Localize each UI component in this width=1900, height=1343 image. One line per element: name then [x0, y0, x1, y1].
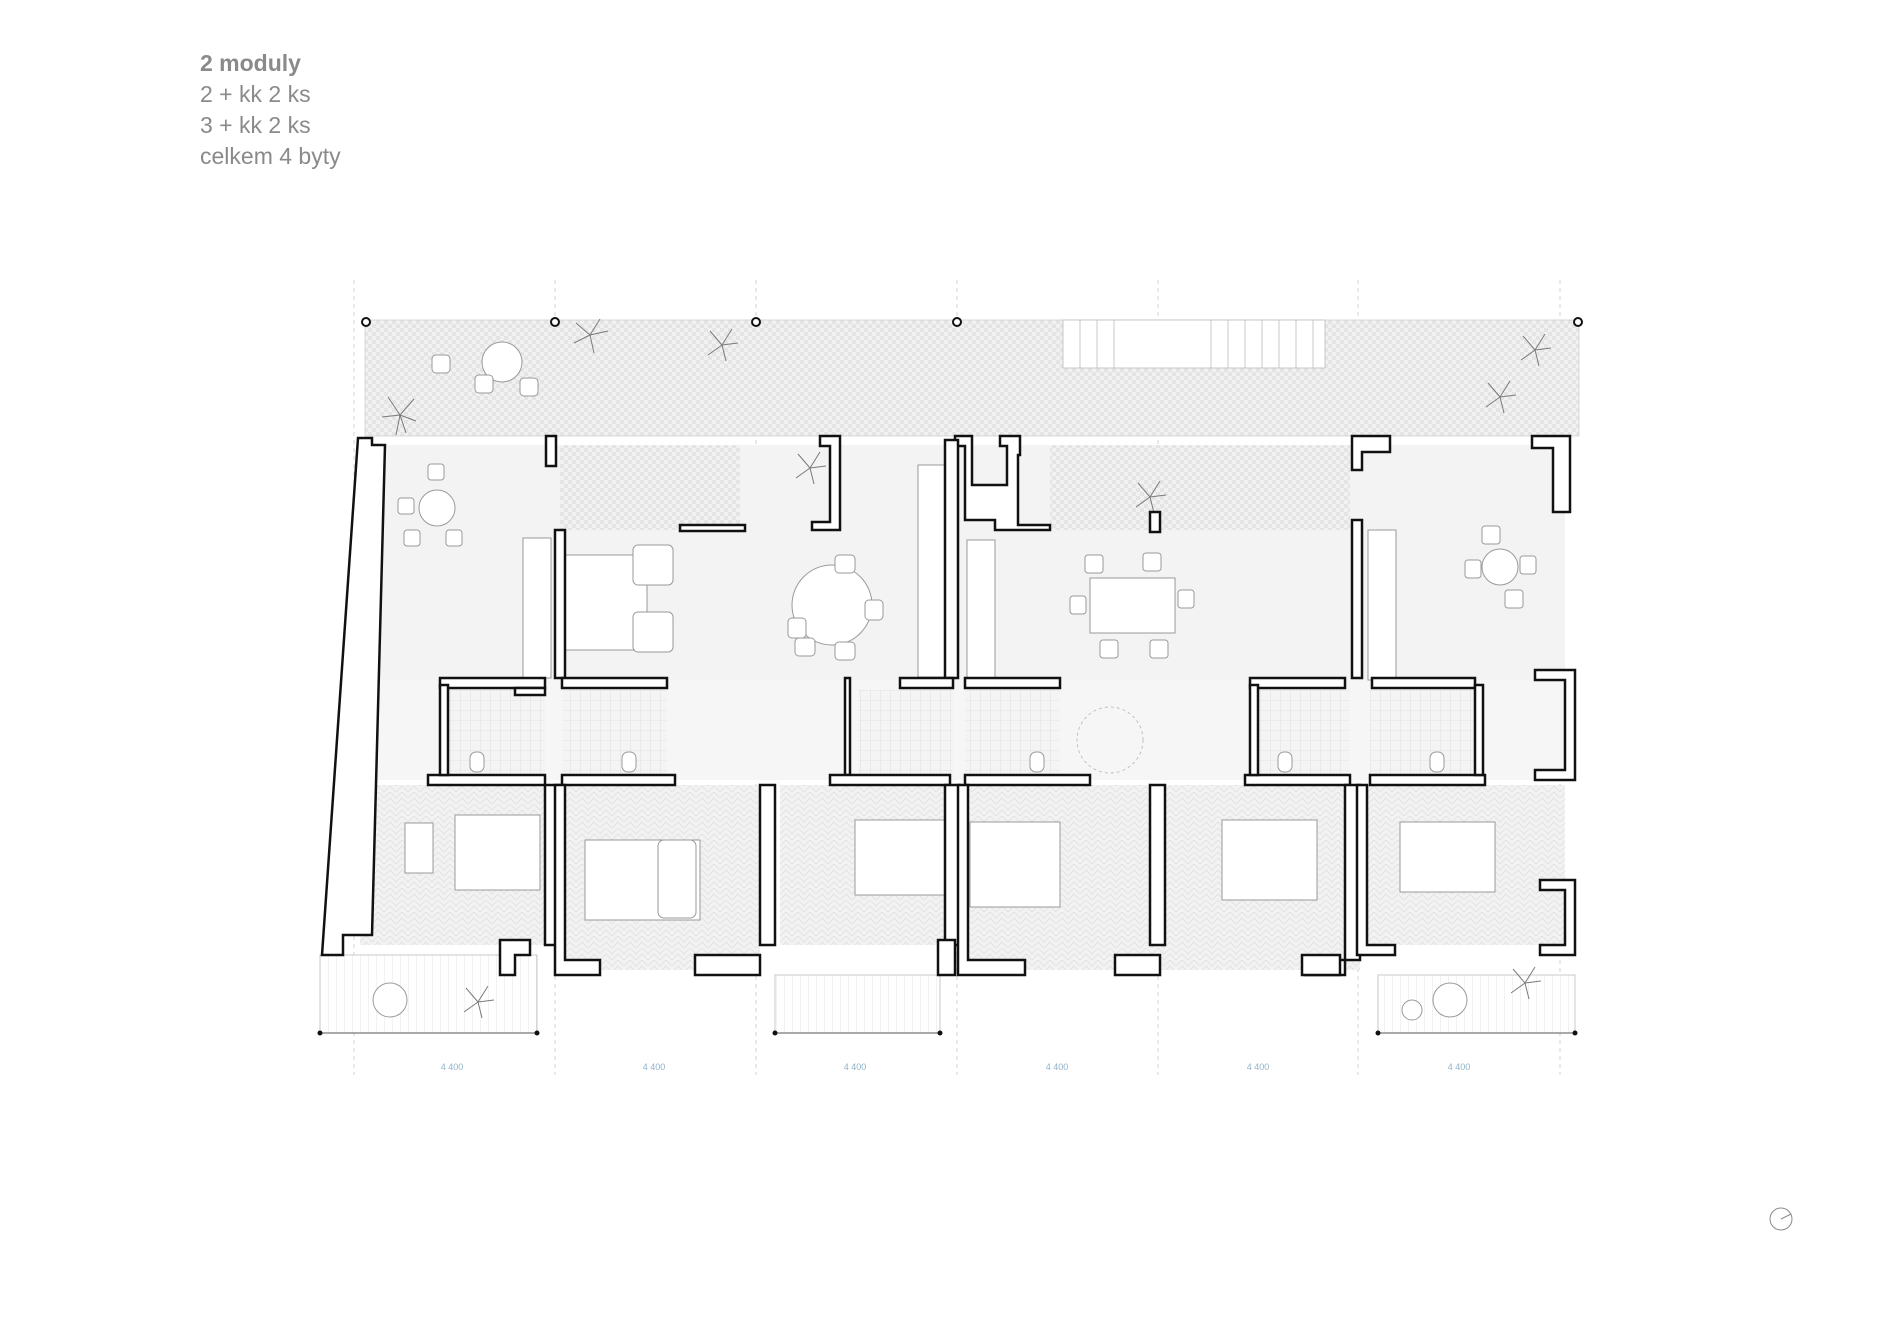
north-arrow-icon [1769, 1207, 1793, 1231]
furniture [372, 341, 1537, 1021]
plants [381, 318, 1552, 1019]
top-terrace [364, 319, 1580, 437]
shower-arcs [1076, 706, 1144, 774]
legend-line-1: 2 + kk 2 ks [200, 81, 311, 107]
dimension-label: 4 400 [643, 1062, 666, 1072]
dimension-label: 4 400 [1046, 1062, 1069, 1072]
dimension-label: 4 400 [1247, 1062, 1270, 1072]
corridor [372, 680, 1567, 780]
loggias [560, 445, 1350, 530]
terrace-stair [1062, 319, 1326, 369]
walls [320, 434, 1577, 977]
dimension-label: 4 400 [1448, 1062, 1471, 1072]
dimension-labels: 4 400 4 400 4 400 4 400 4 400 4 400 [441, 1062, 1471, 1072]
dimension-label: 4 400 [441, 1062, 464, 1072]
legend-line-2: 3 + kk 2 ks [200, 112, 311, 138]
terrace-columns [361, 317, 1583, 327]
dimension-label: 4 400 [844, 1062, 867, 1072]
legend-line-3: celkem 4 byty [200, 143, 341, 169]
legend-heading: 2 moduly [200, 50, 301, 76]
legend: 2 moduly 2 + kk 2 ks 3 + kk 2 ks celkem … [200, 48, 341, 172]
deck-posts [317, 1030, 1578, 1036]
